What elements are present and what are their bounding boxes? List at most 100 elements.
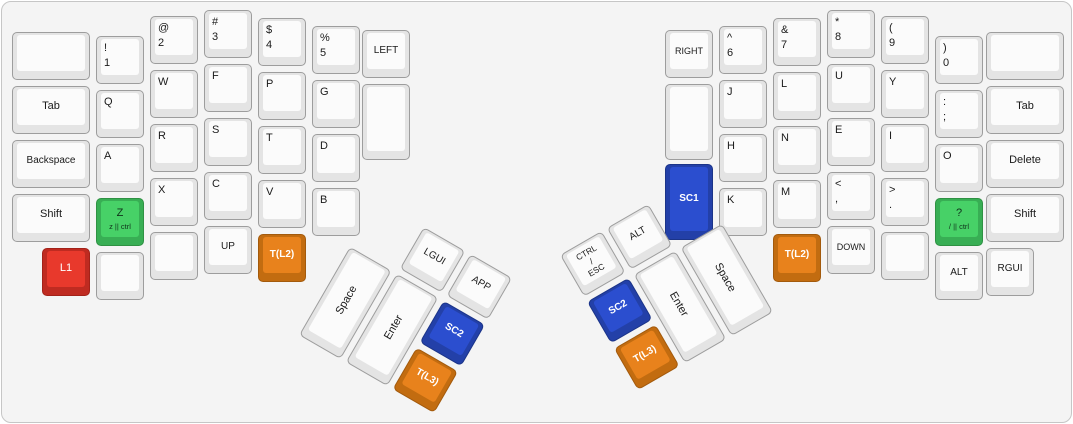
key-t-l2-right[interactable]: T(L2) xyxy=(773,234,821,282)
key-tab-right-label: Tab xyxy=(991,89,1059,125)
key-sc1[interactable]: SC1 xyxy=(665,164,713,240)
key-question-slash-ctrl-label-line-1: / || ctrl xyxy=(948,221,970,231)
key-q-label-line-0: Q xyxy=(104,96,113,108)
key-blank-bottom-right[interactable] xyxy=(881,232,929,280)
key-tab-left-face: Tab xyxy=(17,89,85,125)
key-less-comma[interactable]: <, xyxy=(827,172,875,220)
key-exclam-1-label-line-1: 1 xyxy=(104,57,111,69)
key-arrow-down[interactable]: DOWN xyxy=(827,226,875,274)
key-y[interactable]: Y xyxy=(881,70,929,118)
key-l1[interactable]: L1 xyxy=(42,248,90,296)
key-rparen-0[interactable]: )0 xyxy=(935,36,983,84)
key-blank-top-left[interactable] xyxy=(12,32,90,80)
key-g[interactable]: G xyxy=(312,80,360,128)
key-j[interactable]: J xyxy=(719,80,767,128)
key-blank-tall-left[interactable] xyxy=(362,84,410,160)
key-h-label: H xyxy=(724,137,762,173)
key-lparen-9[interactable]: (9 xyxy=(881,16,929,64)
key-at-2-label-line-0: @ xyxy=(158,22,170,34)
key-t-l2-left[interactable]: T(L2) xyxy=(258,234,306,282)
key-shift-left[interactable]: Shift xyxy=(12,194,90,242)
key-hash-3[interactable]: #3 xyxy=(204,10,252,58)
key-t-l3-left-face: T(L3) xyxy=(401,352,453,403)
key-star-8[interactable]: *8 xyxy=(827,10,875,58)
key-u-label-line-0: U xyxy=(835,70,843,82)
key-f-label-line-0: F xyxy=(212,70,219,82)
key-a[interactable]: A xyxy=(96,144,144,192)
key-m[interactable]: M xyxy=(773,180,821,228)
key-v[interactable]: V xyxy=(258,180,306,228)
key-ctrl-esc-label: CTRL/ESC xyxy=(566,236,617,286)
key-delete[interactable]: Delete xyxy=(986,140,1064,188)
key-b[interactable]: B xyxy=(312,188,360,236)
key-arrow-up-label: UP xyxy=(209,229,247,265)
key-arrow-up[interactable]: UP xyxy=(204,226,252,274)
key-e[interactable]: E xyxy=(827,118,875,166)
key-arrow-left[interactable]: LEFT xyxy=(362,30,410,78)
key-less-comma-label-line-1: , xyxy=(835,193,839,205)
key-ctrl-esc-label-line-0: CTRL xyxy=(574,242,599,263)
key-c-face: C xyxy=(209,175,247,211)
key-l1-label: L1 xyxy=(47,251,85,287)
key-greater-period[interactable]: >. xyxy=(881,178,929,226)
key-at-2[interactable]: @2 xyxy=(150,16,198,64)
key-tab-right[interactable]: Tab xyxy=(986,86,1064,134)
key-h[interactable]: H xyxy=(719,134,767,182)
key-blank-tall-left-face xyxy=(367,87,405,151)
key-percent-5[interactable]: %5 xyxy=(312,26,360,74)
key-alt-right[interactable]: ALT xyxy=(935,252,983,300)
key-n[interactable]: N xyxy=(773,126,821,174)
key-lparen-9-label-line-1: 9 xyxy=(889,37,896,49)
key-question-slash-ctrl[interactable]: ?/ || ctrl xyxy=(935,198,983,246)
key-s[interactable]: S xyxy=(204,118,252,166)
key-u[interactable]: U xyxy=(827,64,875,112)
key-r[interactable]: R xyxy=(150,124,198,172)
key-f[interactable]: F xyxy=(204,64,252,112)
key-at-2-label: @2 xyxy=(155,19,193,55)
key-caret-6[interactable]: ^6 xyxy=(719,26,767,74)
key-caret-6-label-line-0: ^ xyxy=(727,32,733,44)
key-q[interactable]: Q xyxy=(96,90,144,138)
key-shift-right[interactable]: Shift xyxy=(986,194,1064,242)
key-backspace[interactable]: Backspace xyxy=(12,140,90,188)
key-i[interactable]: I xyxy=(881,124,929,172)
key-o-label-line-0: O xyxy=(943,150,952,162)
key-colon-semicolon[interactable]: :; xyxy=(935,90,983,138)
key-star-8-label-line-1: 8 xyxy=(835,31,842,43)
key-blank-bottom-left-2[interactable] xyxy=(150,232,198,280)
key-tab-left[interactable]: Tab xyxy=(12,86,90,134)
key-c[interactable]: C xyxy=(204,172,252,220)
key-alt-right-face: ALT xyxy=(940,255,978,291)
key-amp-7[interactable]: &7 xyxy=(773,18,821,66)
key-t-l2-right-label-line-0: T(L2) xyxy=(784,249,810,260)
key-rparen-0-label: )0 xyxy=(940,39,978,75)
key-p[interactable]: P xyxy=(258,72,306,120)
key-e-label: E xyxy=(832,121,870,157)
key-l[interactable]: L xyxy=(773,72,821,120)
key-arrow-right-face: RIGHT xyxy=(670,33,708,69)
key-dollar-4-label-line-1: 4 xyxy=(266,39,273,51)
key-arrow-right[interactable]: RIGHT xyxy=(665,30,713,78)
key-w[interactable]: W xyxy=(150,70,198,118)
key-blank-top-right[interactable] xyxy=(986,32,1064,80)
key-d[interactable]: D xyxy=(312,134,360,182)
key-arrow-up-face: UP xyxy=(209,229,247,265)
key-t[interactable]: T xyxy=(258,126,306,174)
key-x[interactable]: X xyxy=(150,178,198,226)
key-b-label: B xyxy=(317,191,355,227)
key-o[interactable]: O xyxy=(935,144,983,192)
key-greater-period-label-line-0: > xyxy=(889,184,896,196)
key-blank-tall-right[interactable] xyxy=(665,84,713,160)
key-blank-bottom-left-1[interactable] xyxy=(96,252,144,300)
key-exclam-1[interactable]: !1 xyxy=(96,36,144,84)
key-ctrl-esc-label-line-2: ESC xyxy=(586,261,607,279)
key-r-label: R xyxy=(155,127,193,163)
key-d-label: D xyxy=(317,137,355,173)
key-exclam-1-label: !1 xyxy=(101,39,139,75)
key-dollar-4[interactable]: $4 xyxy=(258,18,306,66)
key-k[interactable]: K xyxy=(719,188,767,236)
key-tab-left-label: Tab xyxy=(17,89,85,125)
key-t-l3-right-label-line-0: T(L3) xyxy=(631,343,659,366)
key-rgui[interactable]: RGUI xyxy=(986,248,1034,296)
